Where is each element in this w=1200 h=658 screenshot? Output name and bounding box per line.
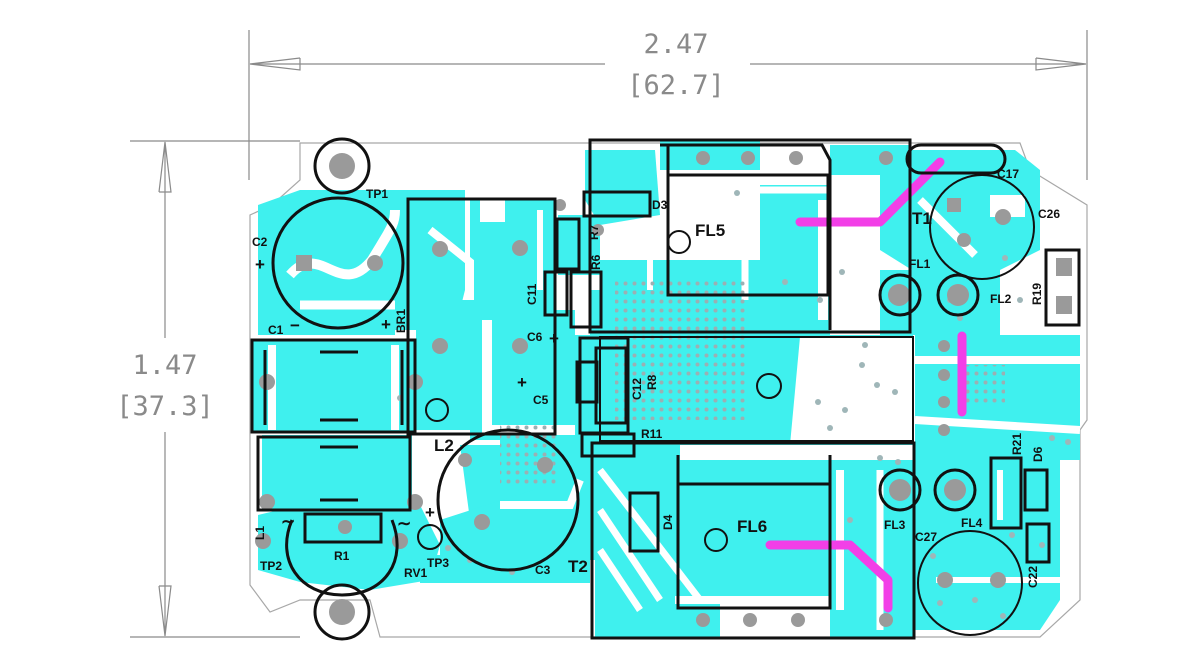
height-mm-label: [37.3] (116, 391, 214, 422)
ref-d3: D3 (652, 198, 668, 212)
polarity-marks: + − + + + + ∼ ∼ (255, 255, 559, 533)
ref-d6: D6 (1031, 446, 1045, 462)
ref-c3: C3 (535, 563, 551, 577)
width-inches-label: 2.47 (643, 29, 708, 60)
ref-c22: C22 (1026, 566, 1040, 588)
ref-l2: L2 (434, 436, 454, 455)
ref-fl2: FL2 (990, 292, 1012, 306)
ref-r7: R7 (587, 224, 601, 240)
ref-tp1: TP1 (366, 187, 388, 201)
pads (255, 151, 1072, 627)
c1-minus-mark: − (290, 316, 300, 335)
ref-t1: T1 (912, 209, 932, 228)
ref-l1: L1 (253, 526, 267, 540)
width-mm-label: [62.7] (627, 70, 725, 101)
ref-r21: R21 (1010, 433, 1024, 455)
copper-clearances (268, 186, 1081, 630)
height-inches-label: 1.47 (132, 350, 197, 381)
reference-designators: TP1 C2 BR1 C1 L2 L1 TP2 R1 RV1 TP3 C3 T2… (252, 167, 1060, 588)
rv1-plus-mark: + (425, 503, 435, 522)
ref-fl4: FL4 (961, 516, 983, 530)
c5-plus-mark: + (517, 373, 527, 392)
ref-rv1: RV1 (404, 566, 427, 580)
ref-fl3: FL3 (884, 518, 906, 532)
ref-c12: C12 (630, 378, 644, 400)
ref-c5: C5 (533, 393, 549, 407)
ac-mark-left: ∼ (281, 512, 295, 531)
ref-r11: R11 (641, 427, 663, 441)
ref-r1: R1 (334, 549, 350, 563)
ref-fl6: FL6 (737, 517, 767, 536)
ref-c2: C2 (252, 235, 268, 249)
ref-c26: C26 (1038, 207, 1060, 221)
ref-c6: C6 (527, 330, 543, 344)
ref-fl5: FL5 (695, 221, 725, 240)
dimension-lines (130, 30, 1088, 638)
ref-c17: C17 (997, 167, 1019, 181)
ref-c1: C1 (268, 323, 284, 337)
c2-plus-mark: + (255, 255, 265, 274)
ref-t2: T2 (568, 557, 588, 576)
ref-tp3: TP3 (427, 556, 449, 570)
ref-r8: R8 (645, 374, 659, 390)
ref-r6: R6 (589, 254, 603, 270)
ref-c27: C27 (915, 530, 937, 544)
ref-br1: BR1 (394, 309, 408, 333)
c6-plus-mark: + (549, 329, 559, 348)
ref-fl1: FL1 (909, 257, 931, 271)
ref-r19: R19 (1030, 283, 1044, 305)
ref-d4: D4 (661, 514, 675, 530)
ref-tp2: TP2 (260, 559, 282, 573)
ref-c11: C11 (525, 283, 539, 305)
ac-mark-right: ∼ (397, 514, 411, 533)
scattered-vias (397, 190, 1071, 619)
br1-plus-mark: + (381, 315, 391, 334)
silkscreen (250, 137, 1081, 641)
